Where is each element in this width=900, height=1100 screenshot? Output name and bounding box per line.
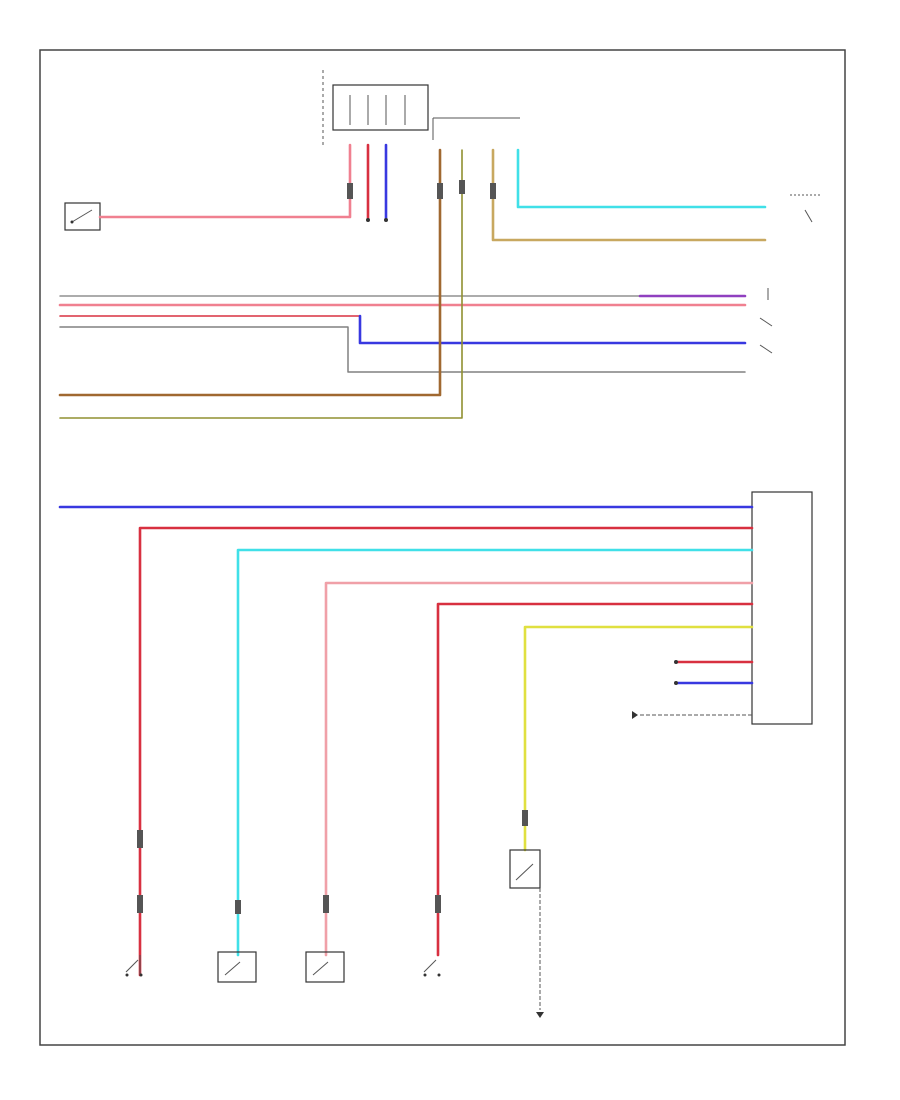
- module-box-icon: [751, 491, 813, 725]
- wire-pink-top: [98, 143, 352, 219]
- wire-cyan-top: [516, 148, 767, 209]
- switch-icon: [217, 951, 257, 983]
- bottom-switch-5: [509, 849, 544, 1018]
- control-module: [751, 491, 813, 725]
- bottom-switch-1: [125, 955, 143, 977]
- pressure-switch: [64, 202, 101, 231]
- wire-red-lower-2: [436, 602, 754, 957]
- ground-icon: [632, 711, 638, 719]
- switch-icon: [64, 202, 101, 231]
- wire-olive: [59, 149, 463, 419]
- bottom-switch-3: [305, 951, 345, 983]
- connector-markers: [137, 180, 528, 914]
- wire-yellow-lower: [523, 625, 754, 852]
- wire-gray-2: [59, 326, 746, 373]
- top-connector-block: [322, 70, 520, 145]
- switch-icon: [305, 951, 345, 983]
- wire-brown: [58, 148, 442, 397]
- wire-blue-2: [358, 314, 747, 345]
- bottom-switch-4: [423, 959, 441, 977]
- wire-red-lower-1: [138, 526, 754, 977]
- diagram-frame: [39, 49, 846, 1046]
- wire-tan-top: [491, 148, 767, 242]
- switch-icon: [509, 849, 541, 889]
- ground-icon: [536, 1012, 544, 1018]
- wire-cyan-lower: [236, 548, 754, 957]
- right-switches-upper: [759, 194, 820, 354]
- wire-pink-lower: [324, 581, 754, 957]
- bottom-switch-2: [217, 951, 257, 983]
